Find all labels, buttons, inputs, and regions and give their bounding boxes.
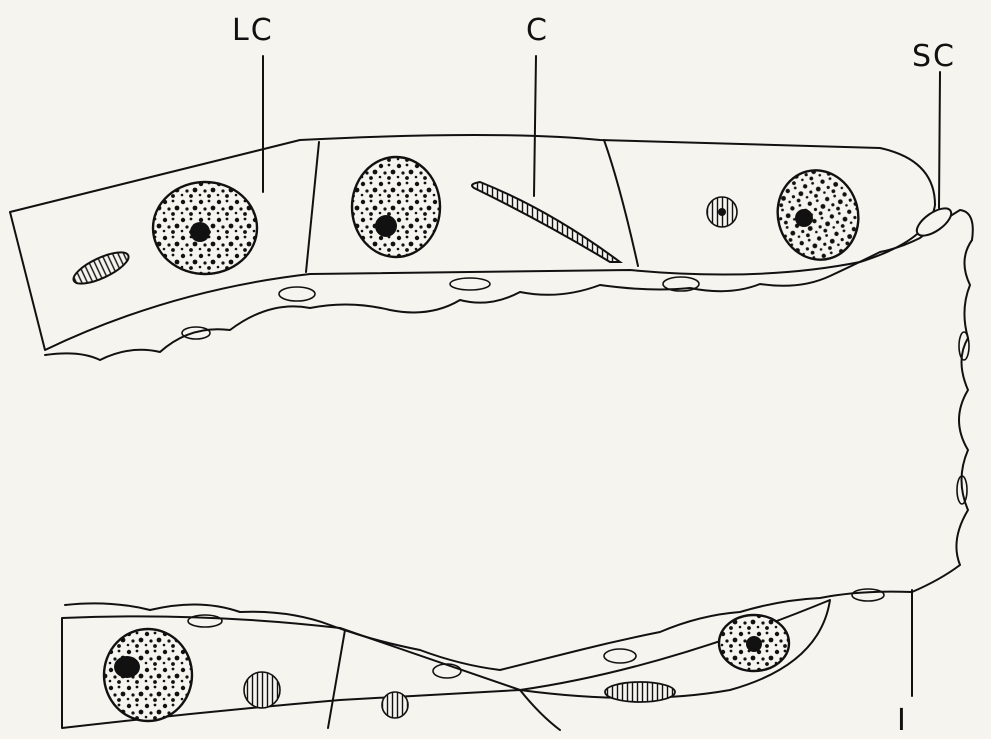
striated-core-2 (718, 208, 726, 216)
striated-body-4 (382, 692, 408, 718)
striated-body-1 (70, 246, 133, 289)
label-c: C (526, 13, 549, 48)
flat-nucleus-2 (450, 278, 490, 290)
upper-cell-border-1 (306, 142, 319, 272)
right-wavy-edge (912, 240, 972, 592)
nucleolus-5 (746, 636, 762, 652)
nucleus-4 (104, 629, 192, 721)
lower-cell-border-2 (520, 690, 560, 730)
leader-c (534, 56, 536, 196)
cilium-c (472, 182, 620, 262)
striated-body-3 (244, 672, 280, 708)
label-sc: SC (912, 39, 956, 74)
nucleolus-4 (114, 656, 140, 678)
upper-cell-border-2 (604, 140, 638, 266)
label-lc: LC (232, 13, 274, 48)
nucleolus-3 (795, 209, 813, 227)
flat-nucleus-7 (604, 649, 636, 663)
nucleolus-2 (375, 215, 397, 237)
nucleus-2 (352, 157, 440, 257)
leader-sc (939, 72, 940, 208)
nucleolus-1 (190, 222, 210, 242)
flat-nucleus-1 (279, 287, 315, 301)
nucleus-3 (768, 161, 869, 269)
striated-body-5 (605, 682, 675, 702)
flat-nucleus-8 (852, 589, 884, 601)
label-i: I (897, 703, 908, 738)
flat-nucleus-6 (433, 664, 461, 678)
lower-cell-border-1 (328, 630, 345, 728)
